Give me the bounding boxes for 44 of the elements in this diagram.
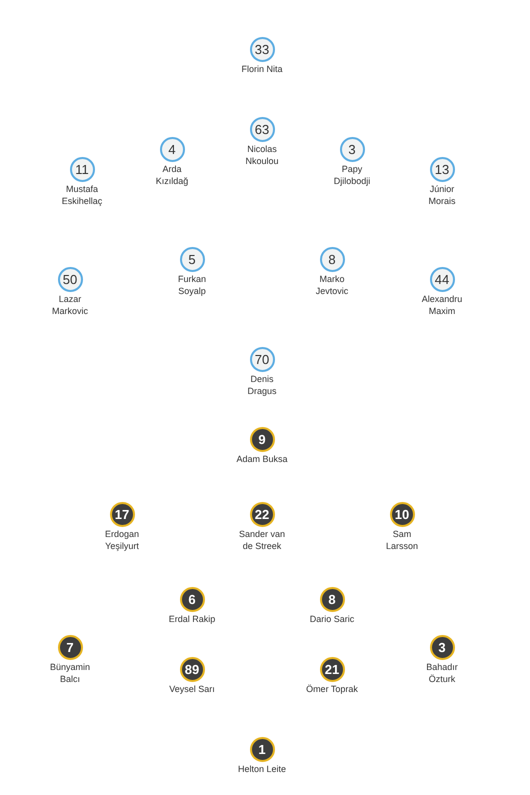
player-name: Arda Kızıldağ: [154, 163, 190, 187]
player-name: Bünyamin Balcı: [48, 661, 92, 685]
player-name: Sander van de Streek: [238, 528, 286, 552]
jersey-number-disc: 11: [70, 157, 94, 182]
jersey-number-disc: 10: [390, 502, 414, 527]
player-name: Erdogan Yeşilyurt: [104, 528, 140, 552]
jersey-number-disc: 8: [320, 587, 344, 612]
player-name: Sam Larsson: [384, 528, 420, 552]
jersey-number-disc: 44: [430, 267, 454, 292]
player-name: Ömer Toprak: [306, 683, 358, 695]
jersey-number-disc: 50: [58, 267, 82, 292]
player-name: Alexandru Maxim: [420, 293, 464, 317]
jersey-number-disc: 4: [160, 137, 184, 162]
jersey-number-disc: 70: [250, 347, 274, 372]
player-name: Veysel Sarı: [168, 683, 216, 695]
player-name: Mustafa Eskihellaç: [60, 183, 104, 207]
jersey-number-disc: 33: [250, 37, 274, 62]
player-name: Nicolas Nkoulou: [244, 143, 280, 167]
player-name: Adam Buksa: [236, 453, 288, 465]
jersey-number-disc: 63: [250, 117, 274, 142]
jersey-number-disc: 8: [320, 247, 344, 272]
player-name: Furkan Soyalp: [176, 273, 207, 297]
player-name: Marko Jevtovic: [314, 273, 350, 297]
player-name: Erdal Rakip: [168, 613, 216, 625]
player-name: Florin Nita: [240, 63, 284, 75]
jersey-number-disc: 89: [180, 657, 204, 682]
player-name: Helton Leite: [236, 763, 288, 775]
jersey-number-disc: 6: [180, 587, 204, 612]
jersey-number-disc: 13: [430, 157, 454, 182]
player-name: Denis Dragus: [246, 373, 278, 397]
jersey-number-disc: 5: [180, 247, 204, 272]
player-name: Lazar Markovic: [50, 293, 89, 317]
jersey-number-disc: 3: [340, 137, 364, 162]
player-name: Júnior Morais: [427, 183, 456, 207]
jersey-number-disc: 3: [430, 635, 454, 660]
player-name: Papy Djilobodji: [332, 163, 372, 187]
jersey-number-disc: 22: [250, 502, 274, 527]
player-name: Dario Saric: [308, 613, 356, 625]
jersey-number-disc: 17: [110, 502, 134, 527]
jersey-number-disc: 1: [250, 737, 274, 762]
player-name: Bahadır Özturk: [425, 661, 459, 685]
jersey-number-disc: 7: [58, 635, 82, 660]
jersey-number-disc: 21: [320, 657, 344, 682]
jersey-number-disc: 9: [250, 427, 274, 452]
